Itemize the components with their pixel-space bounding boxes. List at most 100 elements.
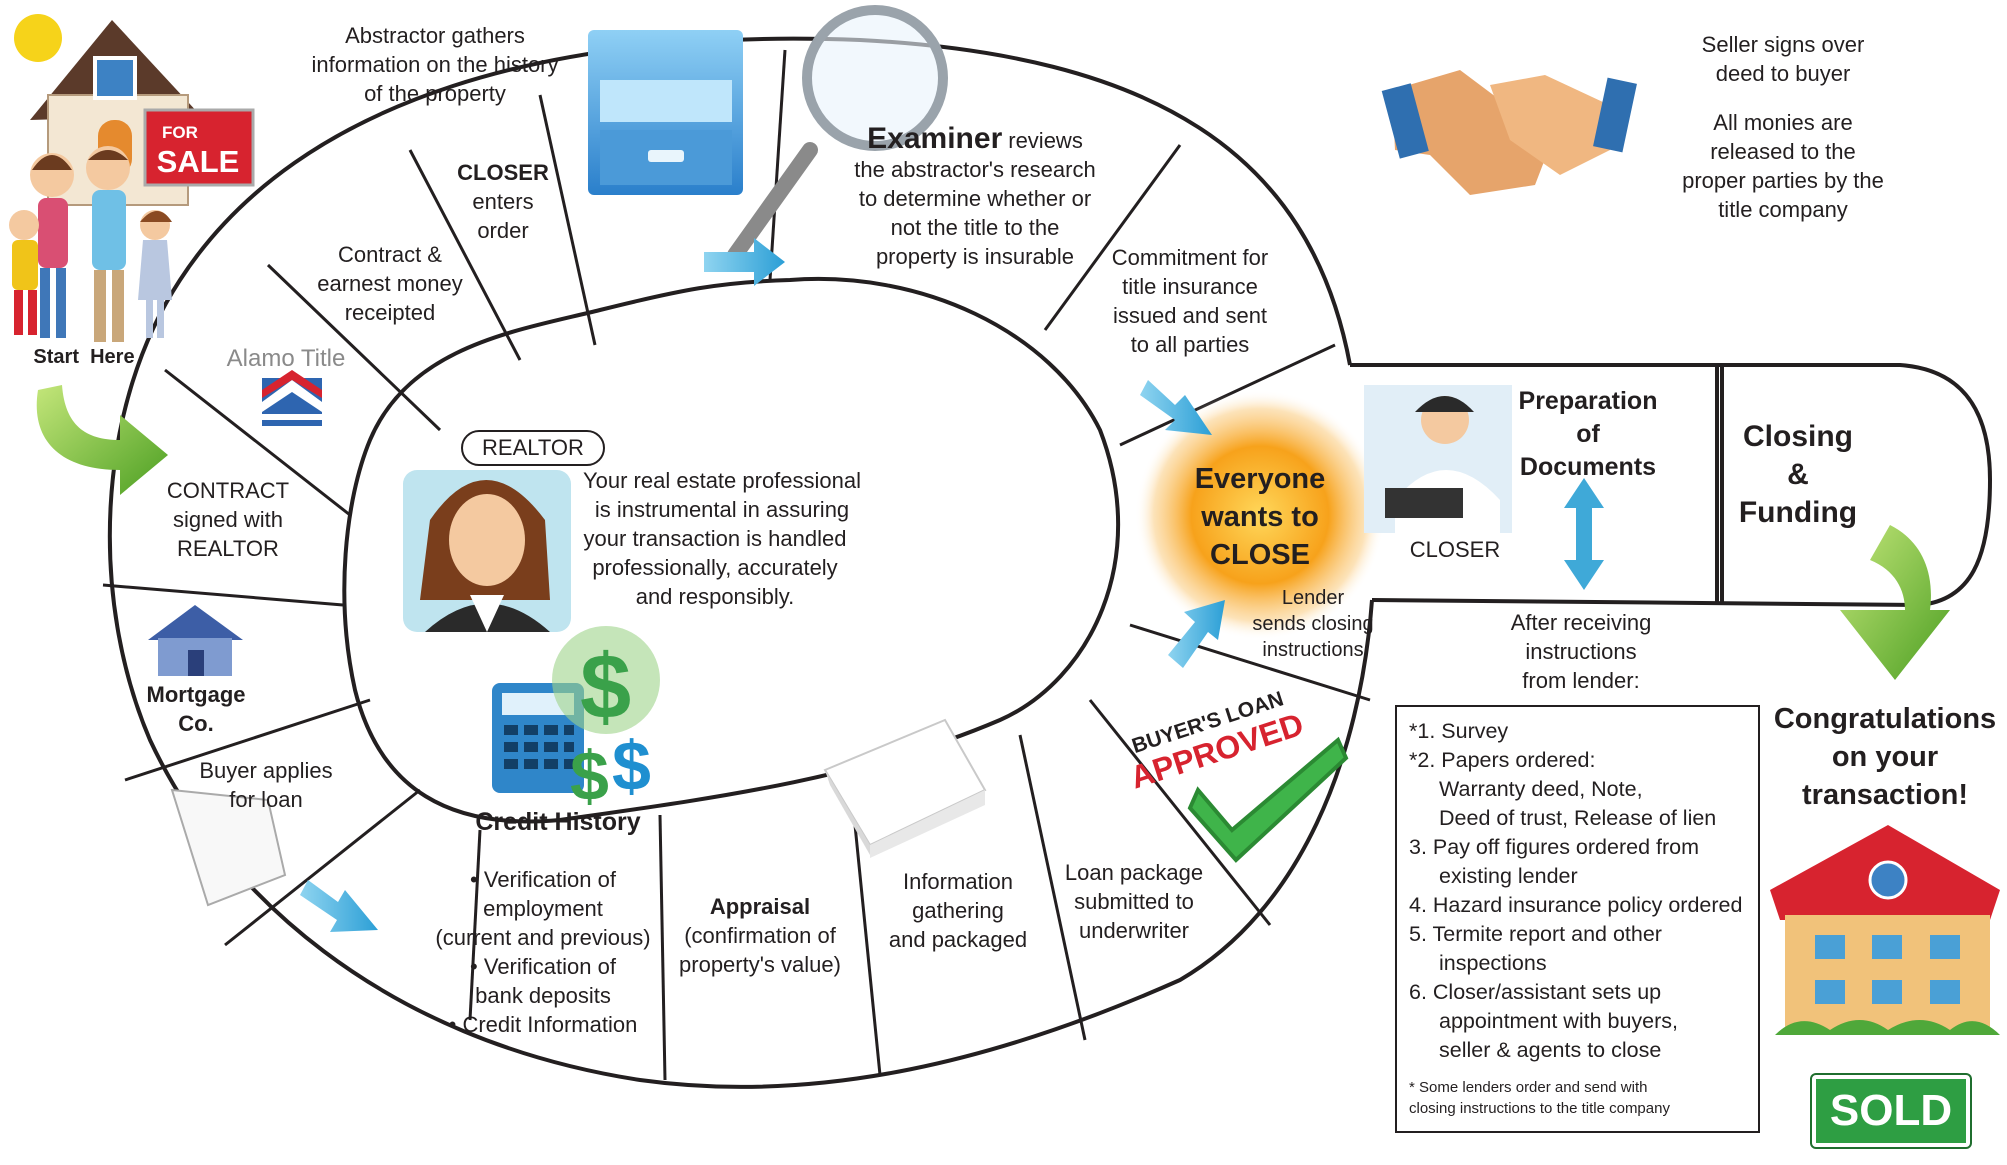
extension-top-edge [1350, 363, 1993, 608]
congrats-text: Congratulations on your transaction! [1774, 703, 1996, 811]
earnest-money-text: Contract & earnest money receipted [317, 242, 463, 325]
text-line: Seller signs over [1702, 32, 1865, 57]
text-line: Lender [1282, 587, 1345, 609]
text-line: transaction! [1802, 779, 1968, 811]
text-line: professionally, accurately [592, 555, 837, 580]
text-line: sends closing [1252, 613, 1373, 635]
track-inner-edge [342, 277, 1121, 824]
text-line: Contract & [338, 242, 442, 267]
divider [164, 368, 351, 517]
examiner-rest: reviews [1008, 128, 1083, 153]
checklist-item: 6. Closer/assistant sets up [1409, 980, 1662, 1004]
divider [224, 788, 421, 947]
text-line: Abstractor gathers [345, 23, 525, 48]
text-line: is instrumental in assuring [595, 497, 849, 522]
text-line: submitted to [1074, 889, 1194, 914]
text-line: Appraisal [710, 894, 810, 919]
text-line: Preparation [1519, 387, 1658, 415]
divider [768, 49, 787, 281]
credit-history-text: Credit History [475, 808, 640, 836]
sun-icon [14, 14, 62, 62]
for-sale-sign-text: FOR SALE [157, 123, 240, 179]
verification-text: • Verification of employment (current an… [435, 867, 650, 1037]
realtor-portrait-icon [403, 470, 571, 632]
realtor-label-text: REALTOR [482, 435, 584, 460]
arrow-down-right-icon [300, 880, 378, 932]
after-receiving-text: After receiving instructions from lender… [1511, 610, 1652, 693]
filing-cabinet-icon [588, 30, 743, 195]
closer-label: CLOSER [1410, 537, 1500, 562]
contract-signed-text: CONTRACT signed with REALTOR [167, 478, 289, 561]
checklist-items: *1. Survey*2. Papers ordered:Warranty de… [1409, 717, 1750, 1065]
checklist-item: inspections [1439, 951, 1547, 975]
text-line: to determine whether or [859, 186, 1091, 211]
checklist-box: *1. Survey*2. Papers ordered:Warranty de… [1395, 705, 1760, 1133]
text-line: • Verification of [470, 867, 617, 892]
text-line: and responsibly. [636, 584, 795, 609]
check-mark-icon [1187, 736, 1349, 863]
text-line: & [1787, 458, 1809, 491]
information-text: Information gathering and packaged [889, 869, 1027, 952]
text-line: signed with [173, 507, 283, 532]
seller-text: Seller signs over deed to buyer All moni… [1682, 32, 1884, 222]
text-line: on your [1832, 741, 1938, 773]
abstractor-text: Abstractor gathers information on the hi… [311, 23, 558, 106]
closer-portrait-icon [1364, 385, 1512, 533]
buyer-applies-text: Buyer applies for loan [199, 758, 332, 812]
checklist-item: *2. Papers ordered: [1409, 748, 1596, 772]
divider [1129, 623, 1371, 702]
paper-stack-icon [823, 718, 987, 858]
text-line: • Credit Information [449, 1012, 638, 1037]
text-line: of the property [364, 81, 506, 106]
text-line: enters [472, 189, 533, 214]
text-line: Your real estate professional [583, 468, 861, 493]
closer-order-text: CLOSER enters order [457, 160, 549, 243]
appraisal-text: Appraisal (confirmation of property's va… [679, 894, 841, 977]
divider [124, 698, 371, 782]
text-line: the abstractor's research [854, 157, 1095, 182]
checklist-item: seller & agents to close [1439, 1038, 1662, 1062]
arrow-up-right-icon [1168, 600, 1225, 668]
calculator-icon [492, 683, 584, 793]
divider [658, 814, 667, 1081]
text-line: FOR [162, 123, 198, 142]
text-line: CLOSE [1210, 539, 1310, 571]
everyone-close-text: Everyone wants to CLOSE [1195, 463, 1326, 571]
divider [102, 583, 344, 607]
text-line: issued and sent [1113, 303, 1267, 328]
start-arrow-icon [36, 385, 168, 495]
extension-track [1350, 363, 1993, 608]
dollar-signs-icon: $ $ $ [552, 626, 660, 815]
text-line: Documents [1520, 453, 1656, 481]
handshake-icon [1381, 70, 1637, 195]
checklist-note-line: * Some lenders order and send with [1409, 1079, 1648, 1096]
svg-text:$: $ [580, 636, 631, 738]
double-arrow-icon [1564, 478, 1604, 590]
text-line: order [477, 218, 528, 243]
sold-house-icon [1770, 825, 2000, 1035]
closing-funding-text: Closing & Funding [1739, 420, 1857, 529]
text-line: to all parties [1131, 332, 1250, 357]
divider [266, 263, 442, 432]
family-icon [9, 146, 172, 342]
paper-document-icon [170, 788, 287, 907]
text-line: (current and previous) [435, 925, 650, 950]
sold-sign: SOLD [1812, 1075, 1970, 1147]
checklist-item: 4. Hazard insurance policy ordered [1409, 893, 1743, 917]
text-line: Congratulations [1774, 703, 1996, 735]
text-line: gathering [912, 898, 1004, 923]
text-line: Information [903, 869, 1013, 894]
text-line: Funding [1739, 496, 1857, 529]
svg-text:$: $ [570, 737, 609, 815]
ring-texts: CONTRACT signed with REALTOR Alamo Title… [33, 23, 1996, 1037]
text-line: REALTOR [177, 536, 279, 561]
start-house-icon [9, 14, 255, 342]
text-line: Everyone [1195, 463, 1326, 495]
examiner-bold: Examiner [867, 122, 1002, 155]
start-label-text: Start Here [33, 346, 134, 368]
text-line: wants to [1200, 501, 1319, 533]
divider [538, 94, 597, 346]
text-line: bank deposits [475, 983, 611, 1008]
